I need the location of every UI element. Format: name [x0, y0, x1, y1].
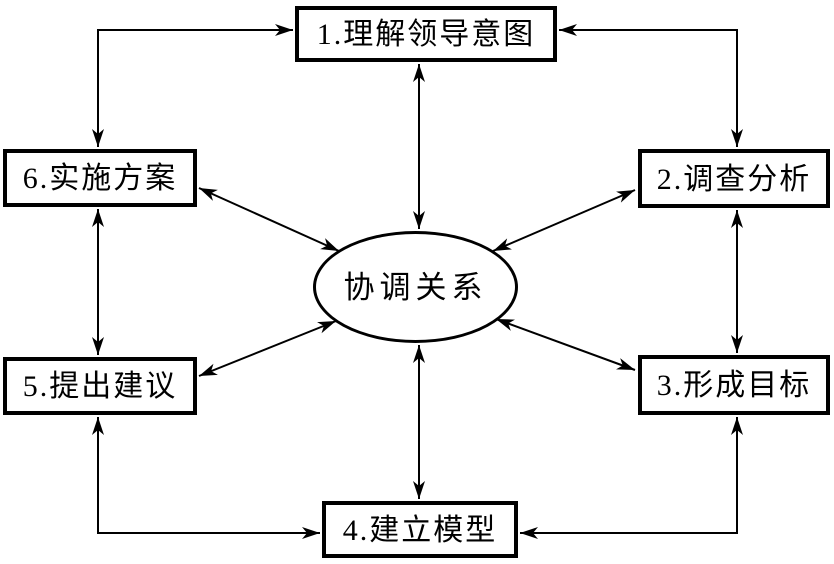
node-2-investigation-analysis: 2.调查分析	[638, 149, 830, 208]
node-label: 5.提出建议	[22, 370, 178, 403]
edge-box3-box4	[520, 417, 743, 539]
spoke-center-box3	[495, 318, 636, 371]
spoke-center-box2	[492, 189, 636, 252]
spoke-center-box5	[198, 320, 337, 377]
edge-box1-box2	[559, 24, 743, 147]
hub-label: 协调关系	[343, 269, 488, 305]
node-6-implementation-plan: 6.实施方案	[3, 149, 197, 207]
hub-coordinate-relations: 协调关系	[313, 231, 518, 343]
edge-box6-box1	[92, 24, 293, 147]
node-label: 3.形成目标	[656, 369, 812, 402]
node-label: 6.实施方案	[22, 162, 178, 195]
spoke-center-box6	[198, 187, 340, 252]
node-4-build-model: 4.建立模型	[322, 501, 518, 558]
node-label: 4.建立模型	[342, 513, 498, 547]
edge-box4-box5	[92, 417, 320, 539]
node-label: 2.调查分析	[656, 162, 812, 196]
node-1-understand-leadership-intent: 1.理解领导意图	[295, 6, 557, 62]
node-5-propose-suggestions: 5.提出建议	[3, 357, 197, 415]
node-label: 1.理解领导意图	[316, 18, 536, 51]
node-3-form-objectives: 3.形成目标	[638, 355, 830, 415]
